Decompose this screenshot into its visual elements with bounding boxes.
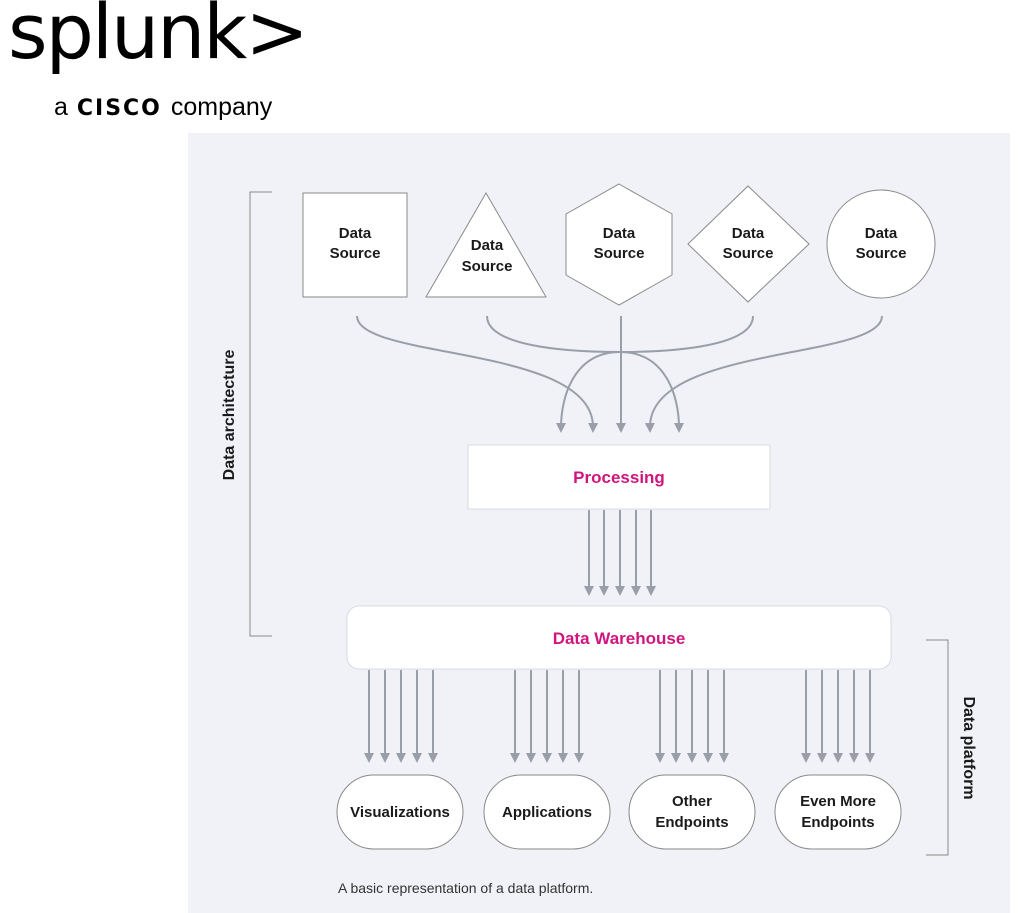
tagline-suffix: company <box>170 93 273 121</box>
logo-tagline: a CISCO company <box>54 93 272 122</box>
source-diamond-label-2: Source <box>723 245 774 262</box>
processing-box <box>467 444 771 510</box>
endpoint-applications-label: Applications <box>502 804 592 821</box>
tagline-brand: CISCO <box>76 96 162 121</box>
source-diamond-label-1: Data <box>732 225 765 242</box>
source-triangle-label-1: Data <box>471 237 504 254</box>
endpoint-applications-box <box>483 774 611 850</box>
endpoint-other-label-1: Other <box>672 793 712 810</box>
source-hexagon-shape <box>565 183 673 306</box>
connector-circle-to-processing <box>644 315 883 433</box>
warehouse-box <box>346 605 892 670</box>
architecture-label: Data architecture <box>221 350 238 481</box>
endpoint-other-box <box>628 774 756 850</box>
source-square-label-2: Source <box>330 245 381 262</box>
diagram-caption: A basic representation of a data platfor… <box>338 880 594 896</box>
tagline-prefix: a <box>54 93 68 121</box>
endpoint-visualizations-box <box>336 774 464 850</box>
platform-bracket <box>926 639 949 856</box>
connector-loop-left <box>556 351 621 433</box>
source-triangle-shape <box>425 191 547 298</box>
endpoint-even-more-label-2: Endpoints <box>801 814 874 831</box>
source-circle-label-2: Source <box>856 245 907 262</box>
endpoint-other-label-2: Endpoints <box>655 814 728 831</box>
source-hexagon-label-2: Source <box>594 245 645 262</box>
logo-wordmark: splunk> <box>8 0 309 76</box>
source-circle-label-1: Data <box>865 225 898 242</box>
architecture-bracket <box>249 191 272 637</box>
source-circle-shape <box>826 189 936 299</box>
endpoint-even-more-box <box>774 774 902 850</box>
endpoint-visualizations-label: Visualizations <box>350 804 450 821</box>
source-square-label-1: Data <box>339 225 372 242</box>
platform-label: Data platform <box>960 696 977 799</box>
warehouse-label: Data Warehouse <box>553 629 686 648</box>
processing-label: Processing <box>573 468 665 487</box>
source-hexagon-label-1: Data <box>603 225 636 242</box>
source-diamond-shape <box>687 185 810 303</box>
connector-square-to-processing <box>356 315 599 433</box>
splunk-logo: splunk> a CISCO company <box>6 0 309 130</box>
connector-loop-right <box>619 351 684 433</box>
source-triangle-label-2: Source <box>462 258 513 275</box>
source-square-shape <box>302 192 408 298</box>
endpoint-even-more-label-1: Even More <box>800 793 876 810</box>
